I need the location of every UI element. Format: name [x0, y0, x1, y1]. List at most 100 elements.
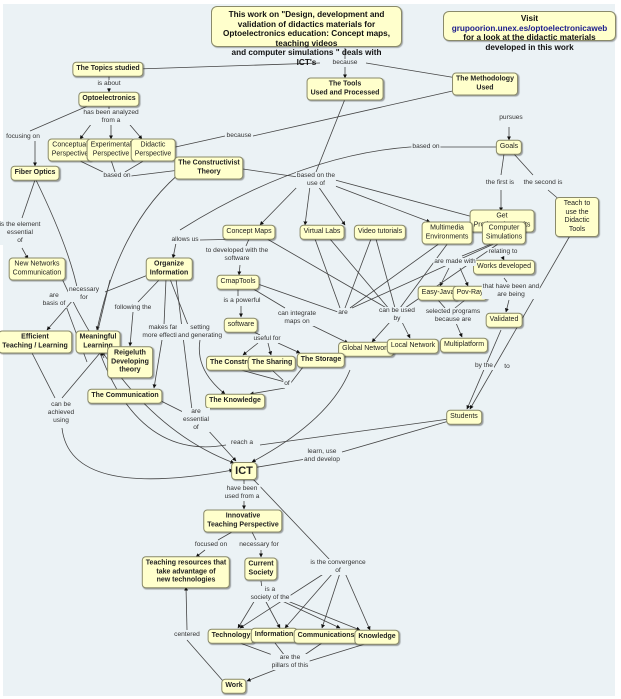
link-label-because-mid: because — [225, 132, 253, 140]
concept-node-teaching-resources[interactable]: Teaching resources that take advantage o… — [141, 556, 231, 588]
concept-node-multiplatform[interactable]: Multiplatform — [439, 337, 489, 353]
link-label-can-integrate: can integrate maps on — [276, 310, 318, 326]
link-line — [95, 167, 187, 331]
concept-node-experimental[interactable]: Experimental Perspective — [86, 138, 136, 162]
link-line — [317, 185, 346, 226]
title-line-4: ICT's — [296, 57, 317, 67]
concept-node-software[interactable]: software — [223, 317, 259, 333]
link-line — [351, 242, 497, 309]
link-line — [240, 369, 286, 383]
link-label-following-the: following the — [113, 304, 153, 312]
concept-node-multimedia[interactable]: Multimedia Environments — [421, 221, 473, 245]
link-label-can-be-achieved: can be achieved using — [46, 401, 76, 425]
concept-node-efficient[interactable]: Efficient Teaching / Learning — [0, 330, 72, 354]
link-label-of: of — [283, 380, 291, 388]
concept-node-goals[interactable]: Goals — [495, 139, 523, 155]
link-line — [137, 278, 161, 303]
link-label-learn-use-develop: learn, use and develop — [303, 448, 341, 464]
concept-node-students[interactable]: Students — [446, 409, 482, 425]
concept-node-optoelectronics[interactable]: Optoelectronics — [78, 91, 140, 107]
concept-node-ict[interactable]: ICT — [231, 462, 257, 480]
concept-node-topics[interactable]: The Topics studied — [72, 61, 144, 77]
link-line — [21, 179, 36, 219]
concept-node-local-network[interactable]: Local Network — [386, 338, 440, 354]
concept-node-video-tutorials[interactable]: Video tutorials — [353, 224, 407, 240]
link-label-is-a-powerful: is a powerful — [222, 297, 262, 305]
link-line — [253, 331, 261, 336]
concept-node-knowledge-node[interactable]: The Knowledge — [205, 393, 265, 409]
link-label-pursues: pursues — [498, 114, 524, 122]
link-line — [299, 643, 366, 665]
link-label-makes-far: makes far more effective — [141, 324, 185, 340]
link-line — [251, 369, 351, 463]
concept-node-organize[interactable]: Organize Information — [145, 257, 193, 281]
link-line — [171, 242, 177, 259]
link-label-focusing-on: focusing on — [5, 133, 41, 141]
link-label-have-been-and-are-being: that have been and are being — [481, 283, 541, 299]
link-line — [277, 342, 301, 354]
concept-node-teach[interactable]: Teach to use the Didactic Tools — [555, 197, 599, 237]
concept-node-reigeluth[interactable]: Reigeluth Developing theory — [107, 346, 153, 378]
concept-node-innovative[interactable]: Innovative Teaching Perspective — [203, 509, 283, 533]
concept-node-knowledge[interactable]: Knowledge — [354, 629, 400, 645]
link-line — [314, 238, 341, 309]
link-line — [344, 572, 371, 631]
concept-node-fiber[interactable]: Fiber Optics — [10, 165, 60, 181]
link-line — [321, 572, 341, 629]
link-line — [503, 277, 508, 283]
title-line-2: Optoelectronics education: Concept maps,… — [223, 29, 390, 48]
concept-node-concept-maps[interactable]: Concept Maps — [222, 224, 276, 240]
concept-node-conceptual[interactable]: Conceptual Perspective — [47, 138, 93, 162]
link-line — [246, 667, 281, 682]
visit-link[interactable]: grupoorion.unex.es/optoelectronicaweb — [451, 23, 608, 33]
link-line — [29, 104, 91, 132]
link-line — [259, 183, 301, 226]
concept-node-new-networks[interactable]: New Networks Communication — [8, 257, 66, 281]
concept-node-communications[interactable]: Communications — [293, 628, 359, 644]
concept-node-simulations[interactable]: Computer Simulations — [481, 221, 527, 245]
concept-node-cmaptools[interactable]: CmapTools — [216, 274, 260, 290]
concept-node-easy-java[interactable]: Easy-Java — [417, 285, 459, 301]
concept-node-communication[interactable]: The Communication — [87, 388, 163, 404]
concept-node-technology[interactable]: Technology — [207, 628, 255, 644]
link-label-can-be-used-by: can be used by — [378, 307, 416, 323]
concept-node-tools[interactable]: The Tools Used and Processed — [306, 77, 384, 101]
concept-node-virtual-labs[interactable]: Virtual Labs — [299, 224, 345, 240]
link-line — [504, 299, 510, 313]
link-line — [251, 281, 339, 313]
link-line — [163, 278, 167, 326]
link-line — [315, 98, 346, 173]
link-line — [21, 247, 29, 260]
concept-node-work[interactable]: Work — [221, 678, 247, 694]
concept-node-methodology[interactable]: The Methodology Used — [452, 72, 518, 96]
visit-label: Visit — [520, 14, 539, 23]
concept-node-storage[interactable]: The Storage — [296, 352, 346, 368]
link-line — [454, 299, 466, 309]
link-line — [237, 264, 242, 276]
link-line — [251, 477, 331, 561]
link-label-useful-for: useful for — [252, 335, 282, 343]
link-label-relating-to: relating to — [487, 248, 519, 256]
link-label-essential-of: is the element essential of — [0, 221, 42, 245]
concept-node-validated[interactable]: Validated — [485, 312, 523, 328]
link-line — [104, 274, 149, 293]
concept-node-information[interactable]: Information — [250, 627, 298, 643]
link-line — [329, 238, 391, 311]
link-line — [261, 235, 391, 311]
concept-node-didactic[interactable]: Didactic Perspective — [130, 138, 176, 162]
concept-node-global-network[interactable]: Global Network — [338, 341, 394, 357]
link-line — [401, 321, 411, 339]
link-label-centered: centered — [173, 631, 201, 639]
link-line — [341, 420, 450, 453]
link-line — [217, 531, 233, 541]
link-line — [77, 159, 104, 173]
concept-node-current-society[interactable]: Current Society — [244, 557, 278, 581]
link-label-is-a-society: is a society of the — [249, 586, 291, 602]
link-label-is-about: is about — [96, 80, 122, 88]
link-line — [303, 185, 311, 226]
concept-node-sharing[interactable]: The Sharing — [247, 355, 297, 371]
link-line — [365, 62, 458, 80]
concept-node-constructivist[interactable]: The Constructivist Theory — [174, 156, 244, 180]
concept-node-works-developed[interactable]: Works developed — [473, 259, 535, 275]
